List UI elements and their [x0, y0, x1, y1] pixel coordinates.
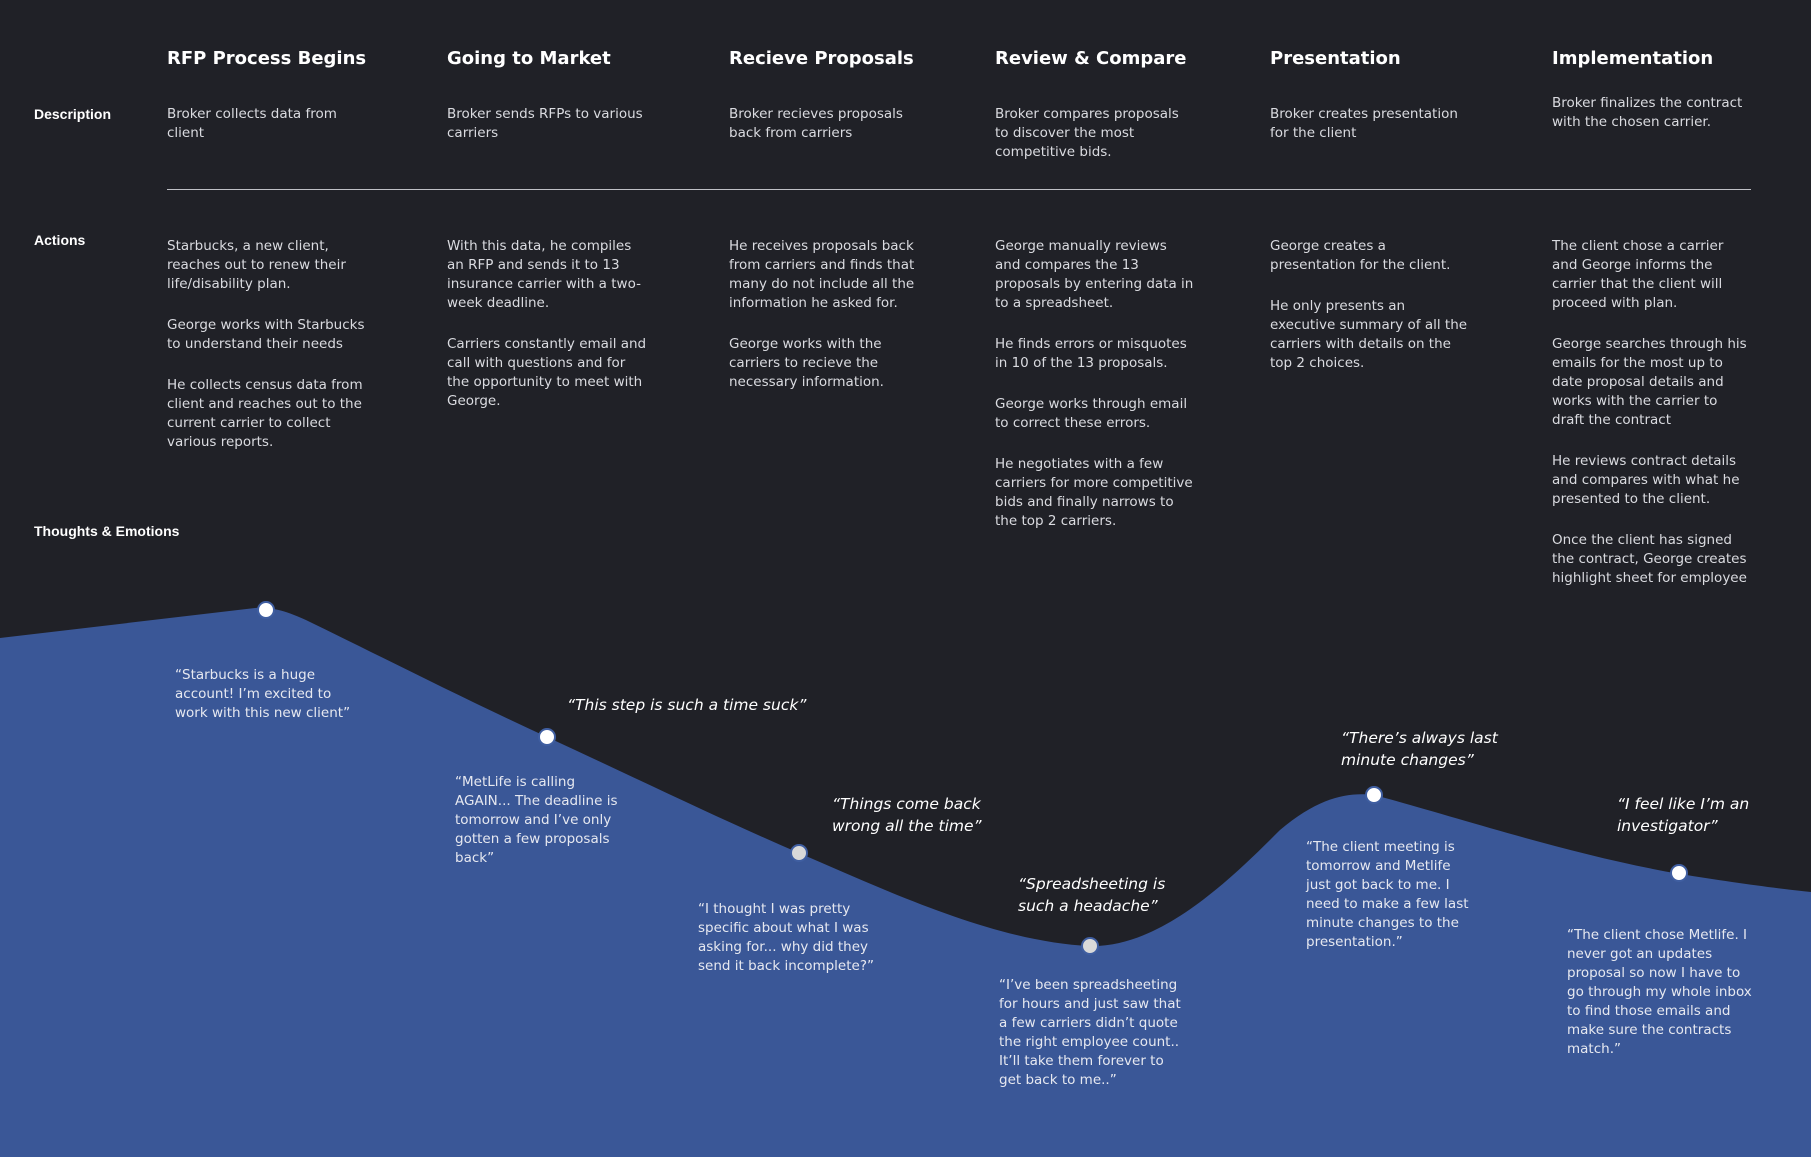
action-item: He only presents an executive summary of… — [1270, 298, 1468, 371]
emotion-point-marker — [1081, 937, 1099, 955]
stage-description: Broker finalizes the contract with the c… — [1552, 95, 1743, 130]
emotion-headline: “This step is such a time suck” — [567, 696, 807, 714]
action-item: George works with the carriers to reciev… — [729, 336, 884, 390]
action-item: George manually reviews and compares the… — [995, 238, 1194, 311]
emotion-quote: “The client chose Metlife. I never got a… — [1567, 927, 1752, 1057]
stage-actions: He receives proposals back from carriers… — [729, 237, 929, 414]
row-label-description: Description — [34, 106, 112, 122]
emotion-point-marker — [1365, 786, 1383, 804]
stage-actions: With this data, he compiles an RFP and s… — [447, 237, 647, 433]
emotion-point-marker — [257, 601, 275, 619]
action-item: He negotiates with a few carriers for mo… — [995, 456, 1193, 529]
emotion-point-marker — [1670, 864, 1688, 882]
action-item: George creates a presentation for the cl… — [1270, 238, 1451, 273]
row-label-actions: Actions — [34, 232, 86, 248]
stage-actions: The client chose a carrier and George in… — [1552, 237, 1752, 610]
action-item: Carriers constantly email and call with … — [447, 336, 647, 409]
emotion-point-marker — [538, 728, 556, 746]
stage-title: Implementation — [1552, 48, 1714, 69]
stage-description: Broker sends RFPs to various carriers — [447, 106, 643, 141]
emotion-quote: “MetLife is calling AGAIN... The deadlin… — [455, 774, 618, 866]
action-item: He finds errors or misquotes in 10 of th… — [995, 336, 1187, 371]
action-item: He receives proposals back from carriers… — [729, 238, 915, 311]
emotion-quote: “I’ve been spreadsheeting for hours and … — [999, 977, 1181, 1088]
action-item: Once the client has signed the contract,… — [1552, 532, 1747, 586]
action-item: He reviews contract details and compares… — [1552, 453, 1740, 507]
stage-title: Presentation — [1270, 48, 1401, 69]
stage-title: RFP Process Begins — [167, 48, 367, 69]
emotion-headline: “I feel like I’m an investigator” — [1617, 795, 1750, 835]
action-item: Starbucks, a new client, reaches out to … — [167, 238, 346, 292]
emotion-headline: “Things come back wrong all the time” — [832, 795, 982, 835]
stage-description: Broker creates presentation for the clie… — [1270, 106, 1458, 141]
emotion-curve-area — [0, 607, 1811, 1157]
row-label-thoughts: Thoughts & Emotions — [34, 523, 180, 539]
action-item: George works through email to correct th… — [995, 396, 1188, 431]
emotion-quote: “Starbucks is a huge account! I’m excite… — [175, 667, 351, 721]
stage-actions: George creates a presentation for the cl… — [1270, 237, 1470, 395]
action-item: He collects census data from client and … — [167, 377, 363, 450]
action-item: George works with Starbucks to understan… — [167, 317, 365, 352]
stage-title: Recieve Proposals — [729, 48, 914, 69]
action-item: George searches through his emails for t… — [1552, 336, 1747, 428]
stage-title: Going to Market — [447, 48, 611, 69]
action-item: With this data, he compiles an RFP and s… — [447, 238, 641, 311]
stage-title: Review & Compare — [995, 48, 1187, 69]
description-divider — [167, 189, 1751, 190]
action-item: The client chose a carrier and George in… — [1552, 238, 1724, 311]
stage-actions: Starbucks, a new client, reaches out to … — [167, 237, 367, 474]
emotion-quote: “I thought I was pretty specific about w… — [698, 901, 874, 974]
stage-description: Broker recieves proposals back from carr… — [729, 106, 903, 141]
stage-actions: George manually reviews and compares the… — [995, 237, 1195, 553]
emotion-headline: “There’s always last minute changes” — [1341, 729, 1498, 769]
stage-description: Broker collects data from client — [167, 106, 337, 141]
emotion-quote: “The client meeting is tomorrow and Metl… — [1306, 839, 1469, 950]
stage-description: Broker compares proposals to discover th… — [995, 106, 1179, 160]
emotion-headline: “Spreadsheeting is such a headache” — [1018, 875, 1166, 915]
emotion-point-marker — [790, 844, 808, 862]
